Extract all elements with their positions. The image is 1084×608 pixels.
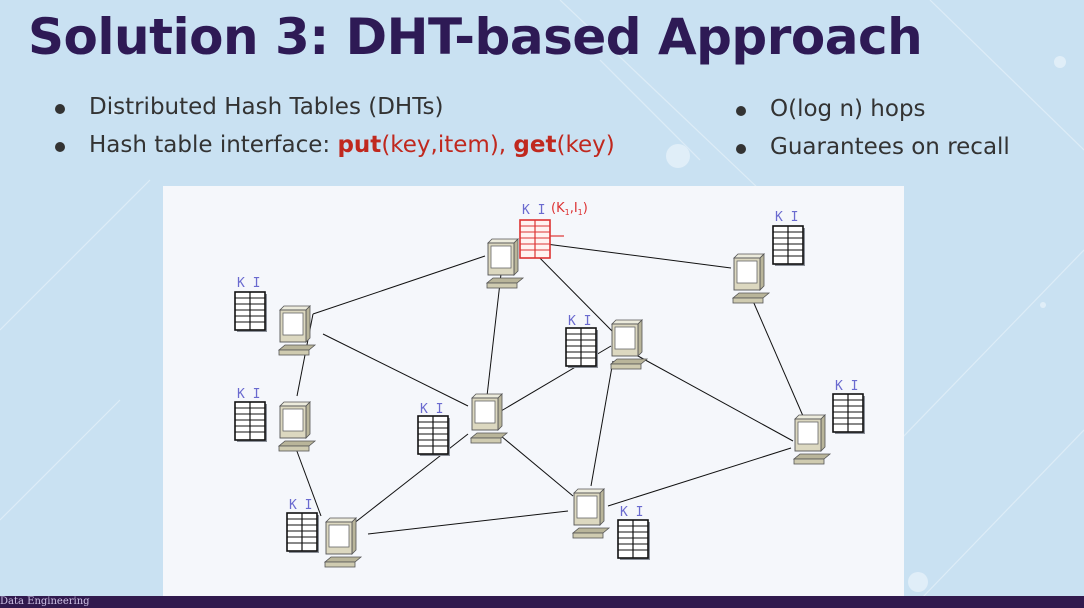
bullet-hops: O(log n) hops: [734, 94, 1010, 132]
bullet-recall: Guarantees on recall: [734, 132, 1010, 170]
left-bullet-list: Distributed Hash Tables (DHTs) Hash tabl…: [53, 92, 615, 168]
link: [294, 445, 322, 517]
link: [500, 435, 574, 497]
routing-table: [772, 225, 806, 267]
routing-table: [617, 519, 651, 561]
put-args: (key,item),: [381, 132, 514, 158]
get-function: get: [513, 132, 557, 158]
routing-table: [832, 393, 866, 435]
link: [590, 360, 614, 487]
network-headers: K I K I K I K I K I K I K I K I K I: [237, 203, 858, 520]
link: [486, 273, 502, 397]
computer-icon: [324, 517, 362, 568]
link: [752, 300, 804, 417]
routing-table: [286, 512, 320, 554]
interface-prefix: Hash table interface:: [89, 132, 338, 158]
footer-bar: Data Engineering: [0, 596, 1084, 608]
table-header: K I: [620, 505, 643, 520]
computer-icon: [486, 238, 524, 289]
key-item-label: (K1,I1): [551, 201, 588, 217]
right-bullet-list: O(log n) hops Guarantees on recall: [734, 94, 1010, 170]
routing-table: [234, 401, 268, 443]
link: [607, 447, 792, 507]
table-header: K I: [775, 210, 798, 225]
computer-icon: [732, 253, 770, 304]
table-header: K I: [237, 276, 260, 291]
bullet-dht: Distributed Hash Tables (DHTs): [53, 92, 615, 130]
network-svg: K I K I K I K I K I K I K I K I K I (K1,…: [234, 201, 866, 568]
link: [637, 355, 794, 442]
routing-table: [519, 219, 565, 259]
dht-network-diagram: K I K I K I K I K I K I K I K I K I (K1,…: [163, 186, 904, 596]
computer-icon: [572, 488, 610, 539]
link: [312, 255, 486, 315]
table-header: K I: [568, 314, 591, 329]
routing-table: [565, 327, 599, 369]
network-links: [294, 240, 804, 535]
slide-title: Solution 3: DHT-based Approach: [28, 8, 923, 66]
link: [522, 240, 732, 269]
bullet-interface: Hash table interface: put(key,item), get…: [53, 130, 615, 168]
link: [322, 333, 469, 407]
table-header: K I: [237, 387, 260, 402]
computer-icon: [278, 401, 316, 452]
routing-table: [417, 415, 451, 457]
computer-icon: [278, 305, 316, 356]
network-tables: [234, 219, 866, 561]
computer-icon: [610, 319, 648, 370]
table-header: K I: [522, 203, 545, 218]
table-header: K I: [835, 379, 858, 394]
computer-icon: [793, 414, 831, 465]
routing-table: [234, 291, 268, 333]
link: [352, 433, 469, 525]
get-args: (key): [556, 132, 615, 158]
table-header: K I: [289, 498, 312, 513]
table-header: K I: [420, 402, 443, 417]
computer-icon: [470, 393, 508, 444]
link: [367, 510, 569, 535]
footer-text: Data Engineering: [0, 596, 90, 607]
put-function: put: [337, 132, 382, 158]
